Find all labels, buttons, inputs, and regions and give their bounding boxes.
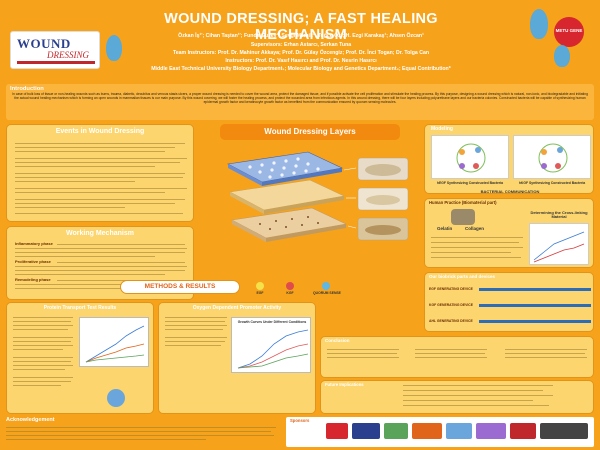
bacteria-mascot-icon bbox=[106, 35, 122, 61]
proliferative-label: Proliferative phase bbox=[15, 259, 51, 264]
kgf-device-construct bbox=[479, 304, 591, 307]
protein-transport-chart bbox=[79, 317, 149, 367]
sponsors-strip: Sponsors bbox=[286, 417, 594, 447]
kgf-caption: hKGF Synthesizing Constructed Bacteria bbox=[518, 181, 586, 185]
kgf-device-label: KGF GENERATING DEVICE bbox=[429, 303, 474, 307]
introduction-section: Introduction In case of bulk loss of tis… bbox=[6, 84, 594, 120]
remodeling-label: Remodeling phase bbox=[15, 277, 51, 282]
legend-egf: EGF bbox=[256, 291, 264, 295]
bacterial-communication-label: BACTERIAL COMMUNICATION bbox=[480, 189, 540, 194]
instructors-line: Instructors: Prof. Dr. Vasıf Hasırcı and… bbox=[225, 58, 377, 64]
kgf-model-diagram bbox=[513, 135, 591, 179]
human-practice-title: Human Practice (Biomaterial part) bbox=[429, 200, 497, 205]
events-title: Events in Wound Dressing bbox=[55, 128, 145, 135]
acknowledgement-title: Acknowledgement bbox=[6, 417, 55, 423]
metu-logo-text: METU GENE bbox=[555, 28, 583, 33]
kgf-marker-icon bbox=[286, 282, 294, 290]
protein-transport-title: Protein Transport Test Results bbox=[43, 305, 117, 311]
modeling-panel: Modeling hEGF Synthesizing Constructed B… bbox=[424, 124, 594, 194]
legend-quorum: QUORUM SENSE bbox=[313, 291, 341, 295]
bacteria-mascot-icon bbox=[530, 9, 548, 39]
oxygen-promoter-panel: Oxygen Dependent Promoter Activity Growt… bbox=[158, 302, 316, 414]
logo-main-text: WOUND bbox=[17, 36, 71, 51]
authors-line: Özkan İş¹'; Cihan Taştan¹'; Funda Guzey¹… bbox=[178, 33, 424, 39]
sponsors-title: Sponsors bbox=[290, 418, 310, 423]
egf-marker-icon bbox=[256, 282, 264, 290]
conclusion-panel: Conclusion bbox=[320, 336, 594, 378]
events-panel: Events in Wound Dressing bbox=[6, 124, 194, 222]
bacteria-mascot-icon bbox=[554, 45, 570, 67]
results-pie-chart bbox=[107, 389, 125, 407]
crosslink-chart bbox=[529, 223, 589, 265]
biobrick-panel: Our biobrick parts and devices EGF GENER… bbox=[424, 272, 594, 332]
sponsor-logo bbox=[540, 423, 588, 439]
poster-title: WOUND DRESSING; A FAST HEALING MECHANISM bbox=[164, 11, 438, 43]
future-panel: Future Implications bbox=[320, 380, 594, 414]
egf-device-label: EGF GENERATING DEVICE bbox=[429, 287, 473, 291]
inflammatory-label: Inflammatory phase bbox=[15, 241, 53, 246]
modeling-title: Modeling bbox=[431, 126, 453, 132]
legend-kgf: KGF bbox=[286, 291, 294, 295]
logo-stripe bbox=[17, 61, 95, 64]
sponsor-logo bbox=[510, 423, 536, 439]
collagen-label: Collagen bbox=[465, 226, 485, 231]
future-title: Future Implications bbox=[325, 382, 364, 387]
molecule-image bbox=[451, 209, 475, 225]
logo-sub-text: DRESSING bbox=[47, 50, 89, 60]
acknowledgement-section: Acknowledgement bbox=[6, 417, 282, 447]
gelatin-label: Gelatin bbox=[437, 226, 453, 231]
layers-legend: EGF KGF QUORUM SENSE bbox=[250, 282, 360, 298]
wound-dressing-logo: WOUND DRESSING bbox=[10, 31, 100, 69]
egf-caption: hEGF Synthesizing Constructed Bacteria bbox=[436, 181, 504, 185]
biobrick-title: Our biobrick parts and devices bbox=[429, 274, 496, 279]
protein-transport-panel: Protein Transport Test Results bbox=[6, 302, 154, 414]
layers-illustration bbox=[227, 151, 409, 242]
sponsor-logo bbox=[352, 423, 380, 439]
sponsor-logo bbox=[384, 423, 408, 439]
poster-header: WOUND DRESSING WOUND DRESSING; A FAST HE… bbox=[6, 5, 594, 85]
wound-dressing-layers-panel: Wound Dressing Layers bbox=[200, 124, 420, 274]
conclusion-title: Conclusion bbox=[325, 338, 350, 343]
egf-model-diagram bbox=[431, 135, 509, 179]
metu-gene-logo: METU GENE bbox=[554, 17, 584, 47]
layers-title: Wound Dressing Layers bbox=[220, 124, 400, 140]
working-mechanism-title: Working Mechanism bbox=[66, 230, 134, 237]
ahl-device-label: AHL GENERATING DEVICE bbox=[429, 319, 473, 323]
supervisors-line: Supervisors: Erhan Astarcı, Serkan Tuna bbox=[250, 42, 352, 48]
growth-chart-title: Growth Curves Under Different Conditions bbox=[237, 320, 307, 324]
egf-device-construct bbox=[479, 288, 591, 291]
sponsor-logo bbox=[476, 423, 506, 439]
team-instructors-line: Team Instructors: Prof. Dr. Mahinur Akka… bbox=[172, 50, 430, 56]
methods-results-banner: METHODS & RESULTS bbox=[120, 280, 240, 294]
growth-curve-chart: Growth Curves Under Different Conditions bbox=[231, 317, 311, 373]
introduction-heading: Introduction bbox=[10, 86, 44, 92]
introduction-text: In case of bulk loss of tissue or non-he… bbox=[12, 92, 588, 105]
human-practice-panel: Human Practice (Biomaterial part) Gelati… bbox=[424, 198, 594, 268]
oxygen-promoter-title: Oxygen Dependent Promoter Activity bbox=[192, 305, 282, 311]
sponsor-logo bbox=[446, 423, 472, 439]
quorum-marker-icon bbox=[322, 282, 330, 290]
crosslink-title: Determining the Cross-linking Material bbox=[530, 210, 588, 220]
sponsor-logo bbox=[412, 423, 442, 439]
affiliation-line: Middle East Technical University Biology… bbox=[151, 66, 451, 72]
sponsor-logo bbox=[326, 423, 348, 439]
ahl-device-construct bbox=[479, 320, 591, 323]
